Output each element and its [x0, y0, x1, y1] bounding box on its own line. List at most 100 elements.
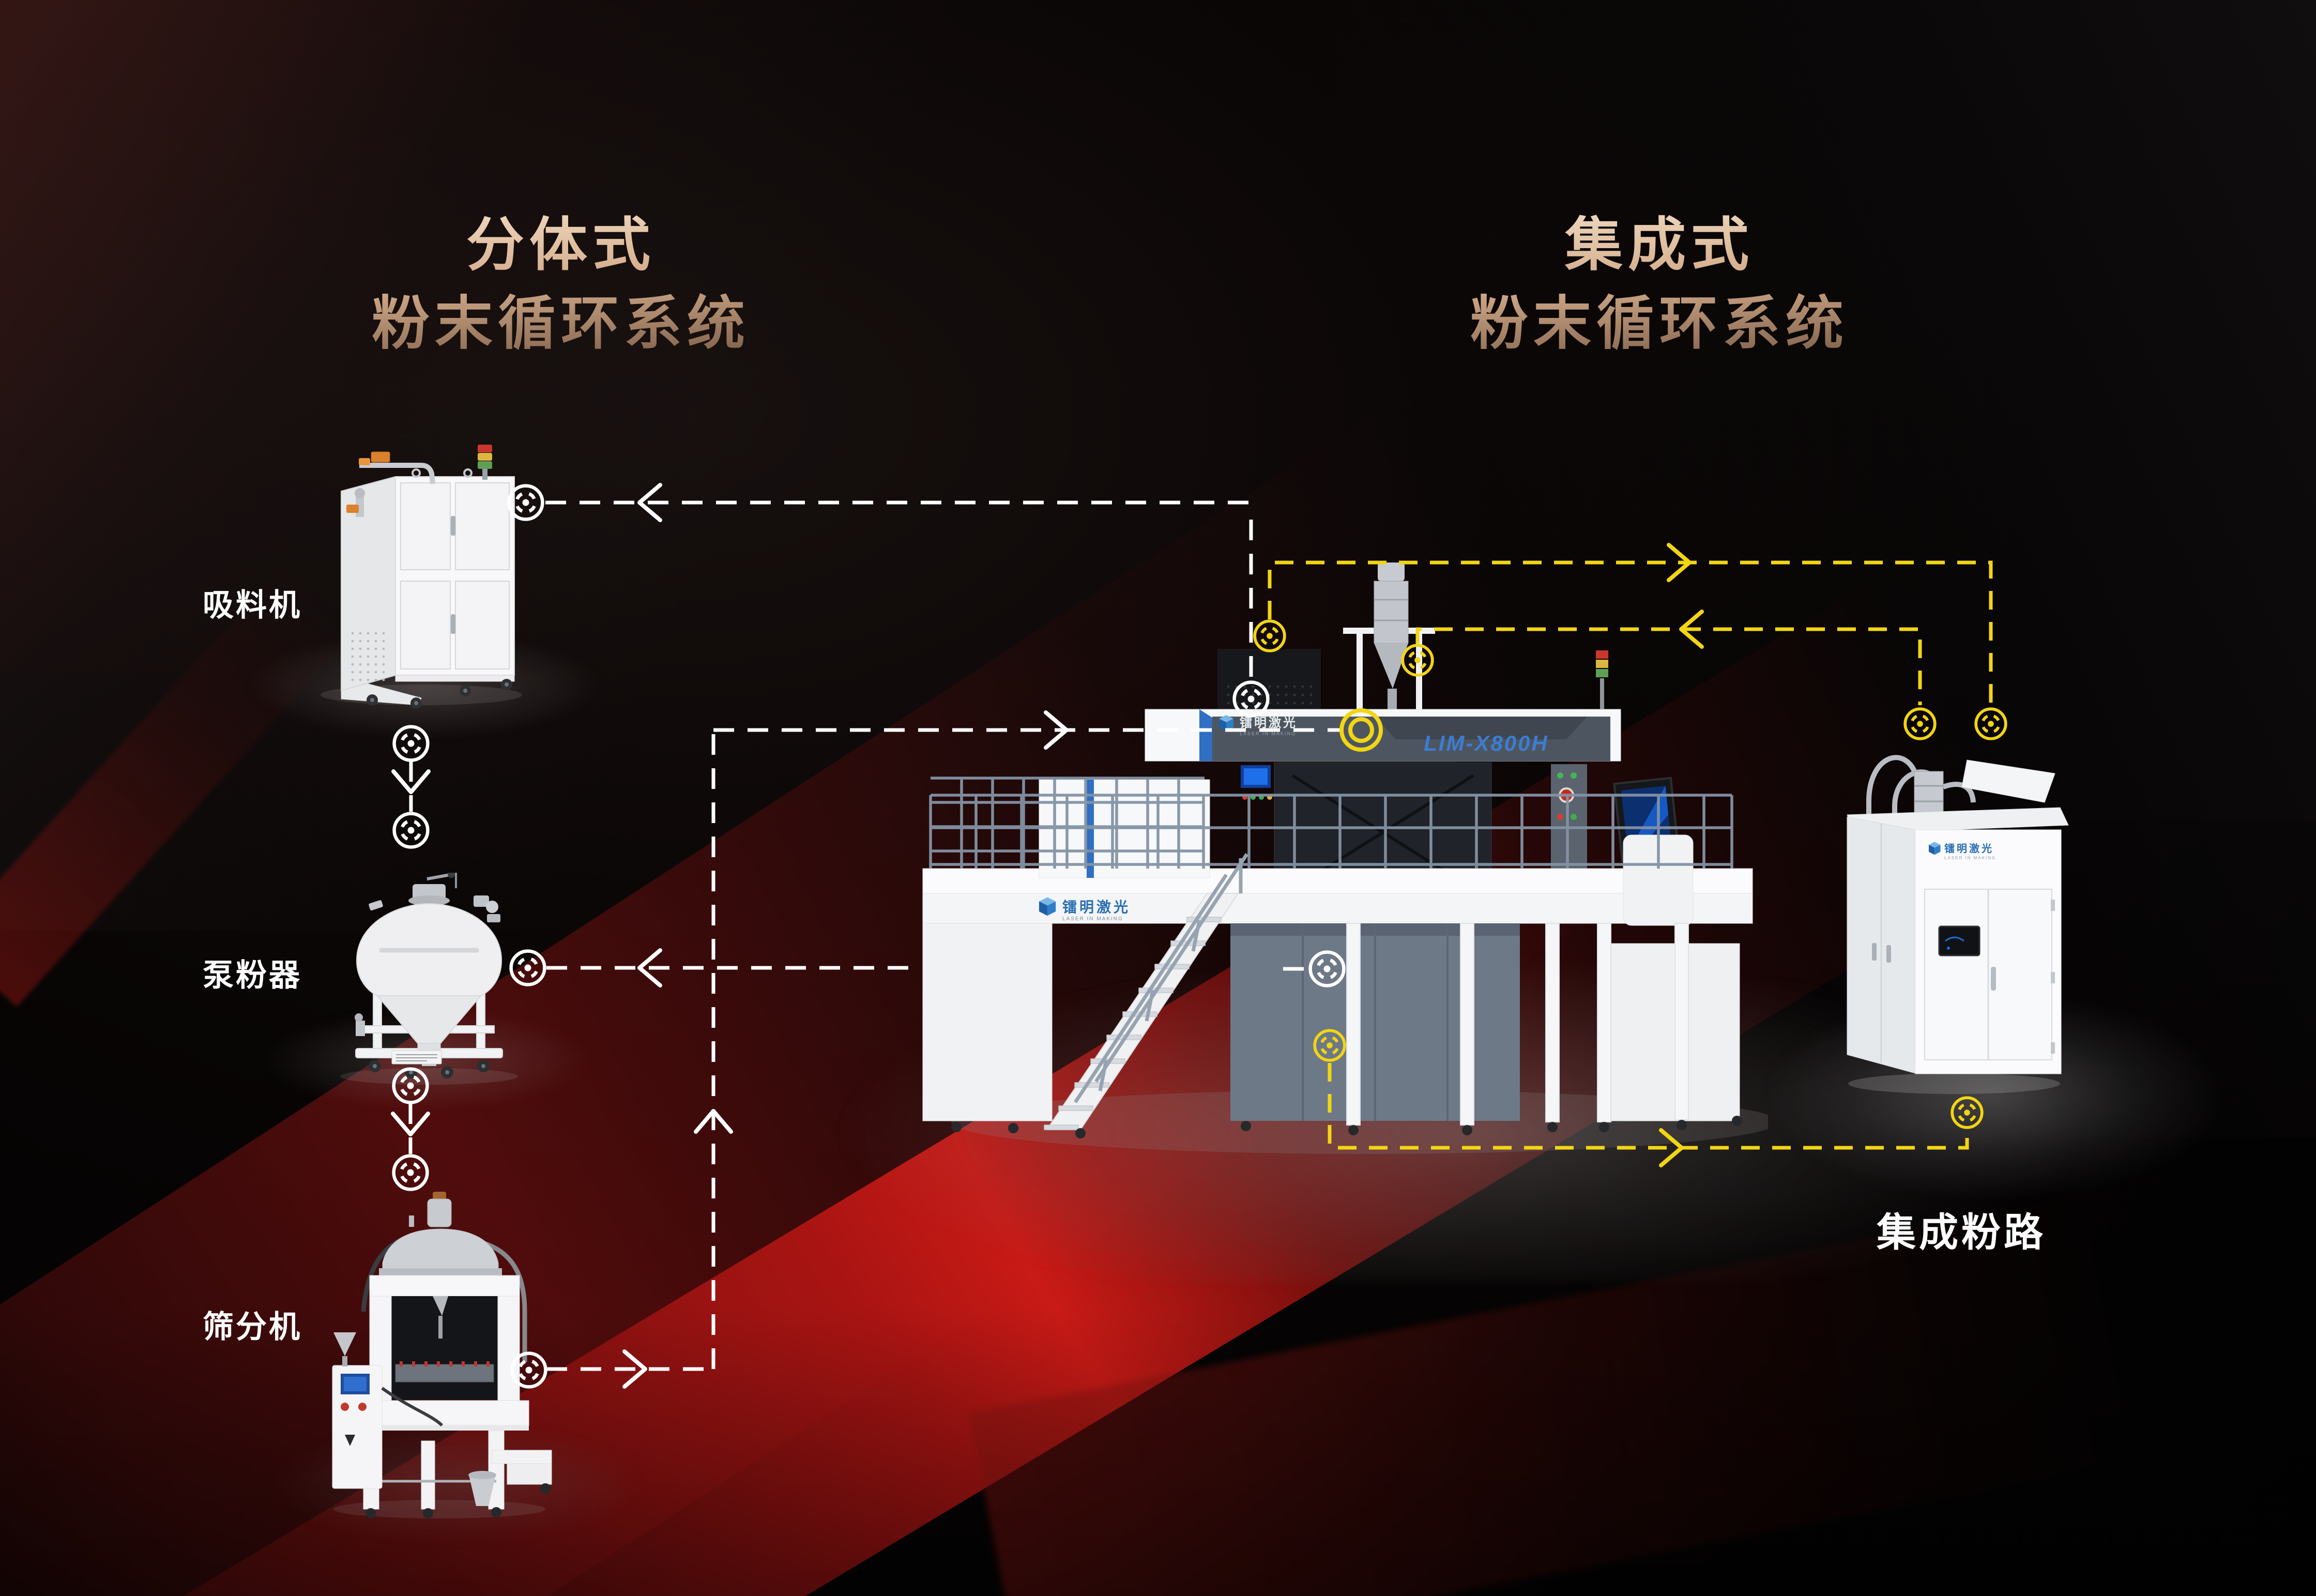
arm-fitting: [359, 458, 370, 465]
printer-image: LIM-X800H 镭明激光 LASER IN MAKING: [922, 563, 1768, 1154]
door-top-right: [455, 482, 510, 570]
split-system-title-line2: 粉末循环系统: [372, 291, 750, 356]
door-handle: [1991, 967, 1996, 991]
door-screen: [1938, 925, 1980, 956]
brand-tagline: LASER IN MAKING: [1240, 731, 1296, 736]
control-console: [332, 1365, 383, 1489]
inlet-valve: [346, 505, 359, 513]
collect-bucket: [469, 1475, 496, 1506]
hmi-screen-glow: [1244, 768, 1268, 785]
tray-clamps: [400, 1361, 490, 1366]
red-knob: [341, 1403, 349, 1411]
motor-cap: [433, 1192, 446, 1200]
side-flange: [369, 900, 383, 910]
printer-model-text: LIM-X800H: [1424, 731, 1549, 755]
v-cutout: [345, 1435, 355, 1446]
panel-button: [1571, 814, 1577, 820]
tank-cone: [376, 995, 482, 1044]
brand-text: 镭明激光: [1062, 899, 1131, 915]
step-upper: [491, 1450, 552, 1464]
tilted-lid: [1961, 759, 2055, 803]
signal-lamp-green: [478, 461, 492, 469]
gantry-top-beam: [369, 1275, 520, 1297]
label-sieving-machine: 筛分机: [203, 1310, 302, 1344]
door-bottom-left: [400, 581, 451, 670]
funnel-rod: [438, 1316, 443, 1339]
signal-lamp-green: [1596, 669, 1608, 677]
pipe-right: [483, 1241, 527, 1362]
eye-bolt: [463, 468, 473, 478]
valve-cluster: [474, 895, 500, 922]
base-skirt: [395, 675, 515, 682]
door-screen-dot: [1947, 947, 1950, 950]
casters: [367, 679, 512, 708]
split-system-title-line1: 分体式: [466, 212, 656, 277]
integrated-system-title-line2: 粉末循环系统: [1470, 291, 1849, 356]
funnel: [433, 1296, 448, 1316]
side-door-handle: [1872, 943, 1877, 961]
gantry-opening: [391, 1296, 498, 1400]
lever-knob: [448, 873, 455, 878]
cable: [381, 1387, 444, 1427]
signal-lamp-red: [478, 445, 492, 452]
sieve-dome: [382, 1228, 499, 1270]
top-hopper: [1914, 771, 1944, 817]
red-knob: [358, 1403, 367, 1411]
leg: [421, 1440, 435, 1510]
manhole-lever: [426, 873, 450, 880]
dome-base-ring: [379, 1268, 502, 1275]
gantry-post-right: [497, 1296, 520, 1401]
signal-lamp-amber: [478, 453, 492, 461]
floor-glow-sieving-machine: [264, 1422, 646, 1546]
control-panel: [1551, 764, 1587, 888]
signal-tower-pole: [1600, 678, 1604, 709]
step-lower: [507, 1463, 552, 1485]
panel-button: [1571, 772, 1577, 779]
pneumatic-unit: [356, 1021, 365, 1036]
signal-lamp-red: [1596, 650, 1608, 659]
label-suction-feeder: 吸料机: [203, 588, 302, 622]
mid-table: [358, 1400, 529, 1426]
side-funnel: [333, 1332, 356, 1356]
machine-shadow: [1848, 1073, 2060, 1094]
manhole: [413, 884, 446, 900]
brand-tagline: LASER IN MAKING: [1944, 856, 1996, 860]
label-powder-pump: 泵粉器: [203, 958, 302, 993]
brand-logo-icon: [1929, 842, 1941, 855]
powder-pump-image: [340, 873, 518, 1085]
sieving-machine-image: [332, 1192, 552, 1518]
base-room-left: [922, 923, 1053, 1121]
hinges: [2051, 900, 2055, 1054]
table-apron: [358, 1425, 529, 1431]
integrated-system-title: 集成式 粉末循环系统: [1375, 206, 1944, 363]
brand-text: 镭明激光: [1240, 716, 1298, 730]
door-bottom-right: [455, 581, 510, 670]
vent-grid: [349, 628, 388, 681]
door-handle: [451, 614, 455, 634]
signal-tower-pole: [482, 466, 487, 480]
integrated-powder-cabinet-image: 镭明激光 LASER IN MAKING: [1847, 755, 2069, 1094]
panel-button: [1557, 772, 1563, 779]
leg: [488, 1430, 505, 1510]
pipe-elbow: [355, 488, 365, 498]
sensor: [409, 1215, 414, 1227]
split-system-title: 分体式 粉末循环系统: [277, 206, 845, 363]
bucket-rim: [468, 1471, 496, 1479]
door-handle: [451, 516, 455, 536]
door-top-left: [400, 482, 451, 570]
door-screen-glow: [1945, 936, 1964, 942]
brand-tagline: LASER IN MAKING: [1062, 916, 1123, 922]
brand-logo-cabinet: 镭明激光 LASER IN MAKING: [1929, 842, 1996, 860]
integrated-system-title-line1: 集成式: [1565, 212, 1754, 277]
signal-lamp-amber: [1596, 660, 1608, 668]
eye-bolt: [412, 468, 421, 478]
pressure-gauge: [355, 1013, 363, 1022]
vibrating-tray: [395, 1364, 494, 1382]
model-band-notch: [1375, 717, 1587, 739]
side-funnel-stem: [342, 1356, 347, 1366]
suction-arm: [359, 463, 435, 484]
brand-logo-icon: [1219, 715, 1233, 731]
brand-text: 镭明激光: [1944, 842, 1994, 855]
label-integrated-powder-path: 集成粉路: [1877, 1211, 2046, 1255]
